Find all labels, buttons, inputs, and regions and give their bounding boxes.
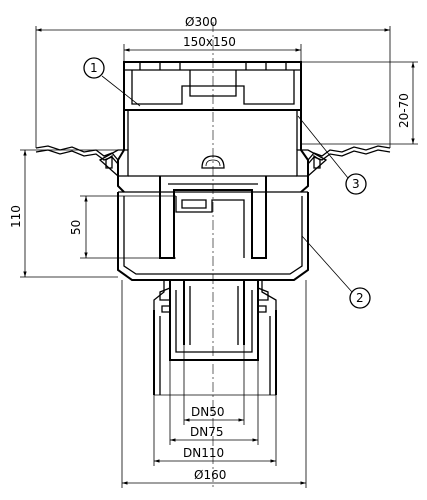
dim-dn50-label: DN50	[191, 405, 225, 419]
callout-3-label: 3	[352, 177, 360, 191]
callout-2: 2	[301, 235, 371, 309]
dimension-height-adjust: 20-70	[300, 61, 418, 145]
upper-housing	[98, 110, 328, 193]
callout-1-label: 1	[90, 61, 98, 75]
dim-total-height-label: 110	[9, 205, 23, 228]
dimension-grate-size: 150x150	[123, 35, 302, 68]
dim-height-adjust-label: 20-70	[397, 93, 411, 128]
body	[117, 191, 309, 281]
outlet-socket	[153, 280, 277, 396]
dim-grate-size-label: 150x150	[183, 35, 236, 49]
dimension-outer-diameter: Ø160	[121, 280, 307, 488]
dim-body-height-label: 50	[69, 220, 83, 235]
dimension-overall-width: Ø300	[35, 15, 391, 148]
grate	[123, 61, 302, 111]
callout-3: 3	[297, 115, 367, 195]
dimension-total-height: 110	[9, 149, 118, 278]
dimension-dn110: DN110	[153, 395, 277, 466]
callout-1: 1	[83, 57, 141, 107]
dimension-dn50: DN50	[183, 345, 245, 425]
callout-2-label: 2	[356, 291, 364, 305]
dim-overall-width-label: Ø300	[185, 15, 217, 29]
odour-trap-bell	[159, 176, 267, 259]
dim-outer-diameter-label: Ø160	[194, 468, 226, 482]
dim-dn75-label: DN75	[190, 425, 224, 439]
dim-dn110-label: DN110	[183, 446, 224, 460]
